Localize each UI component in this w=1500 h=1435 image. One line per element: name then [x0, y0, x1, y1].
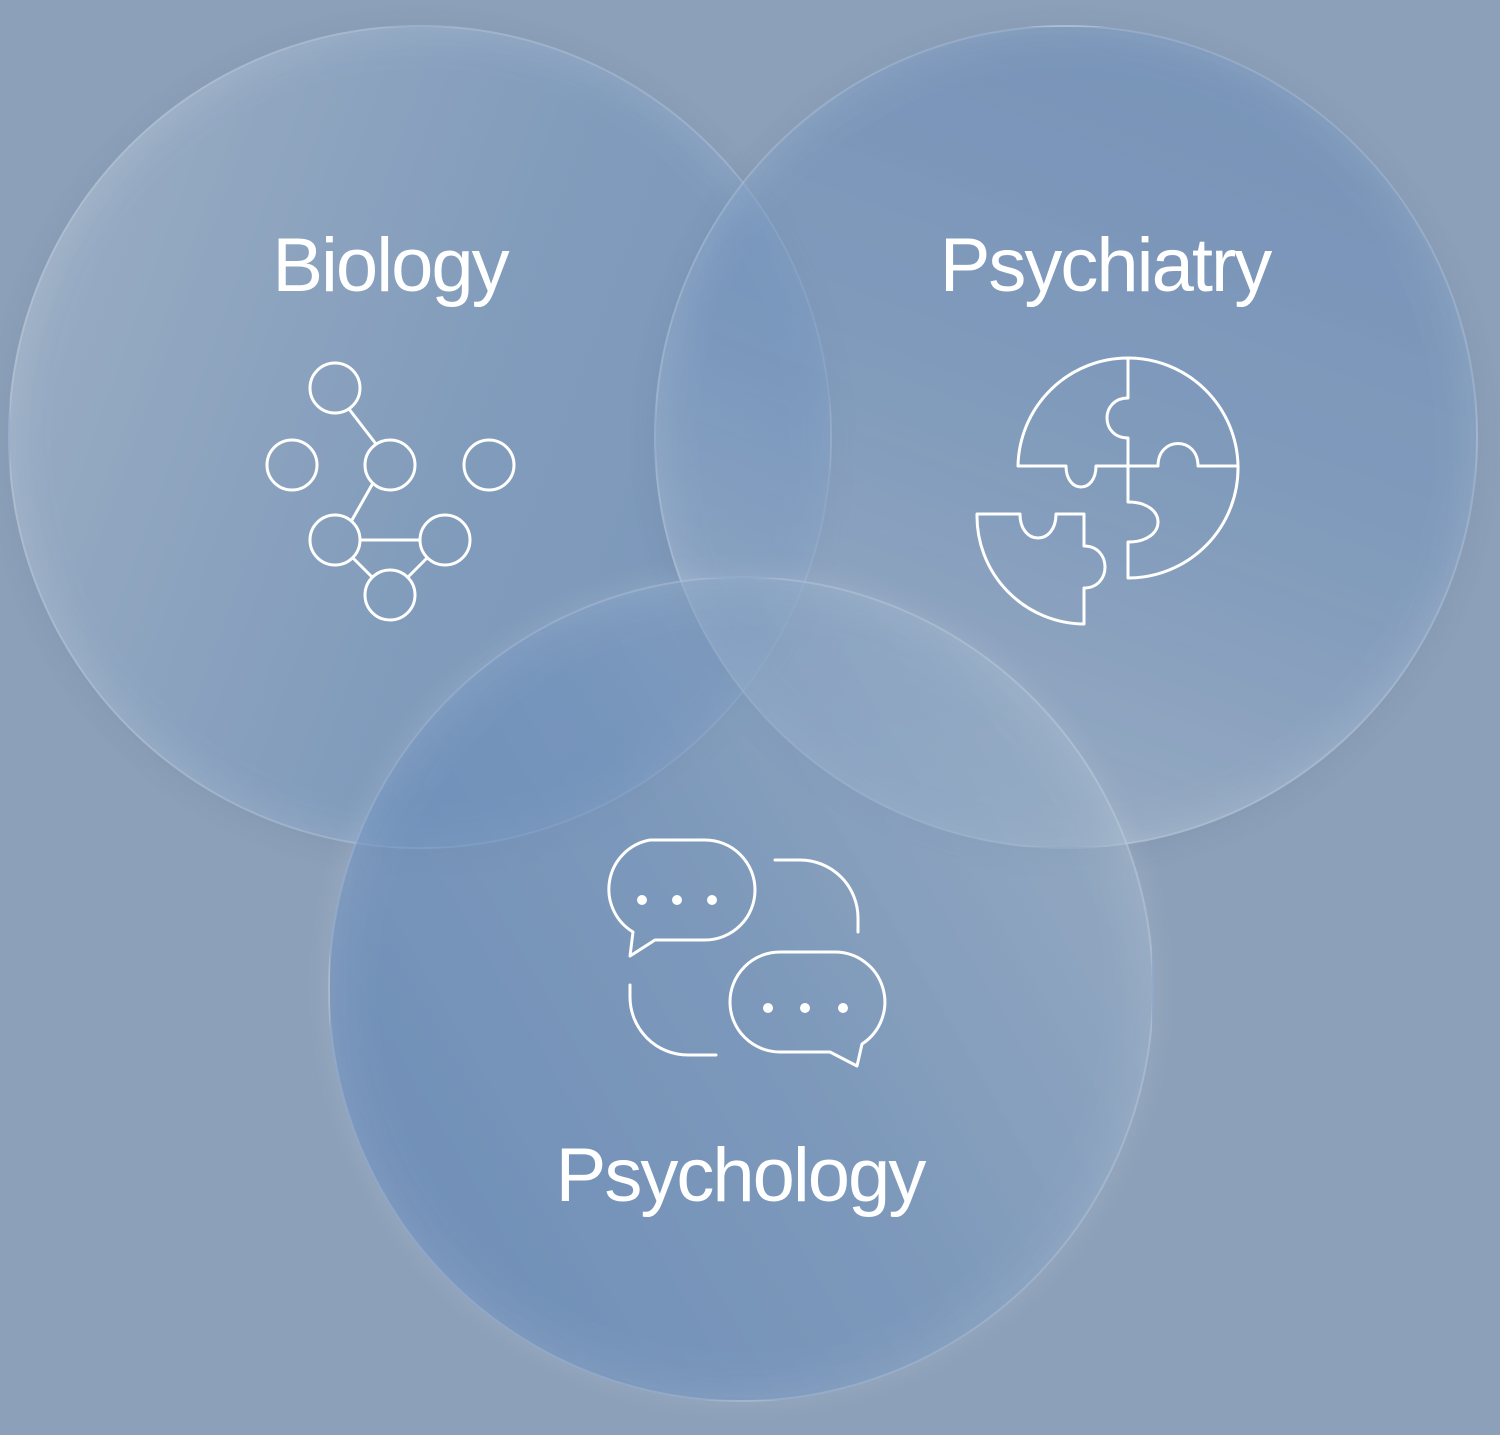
molecule-network-icon: [255, 355, 525, 635]
chat-bubbles-icon: [595, 830, 895, 1075]
puzzle-circle-icon: [965, 350, 1250, 635]
psychology-label: Psychology: [555, 1133, 927, 1218]
psychology-circle: [328, 576, 1154, 1402]
psychiatry-label: Psychiatry: [939, 223, 1273, 308]
biology-label: Biology: [272, 223, 509, 308]
